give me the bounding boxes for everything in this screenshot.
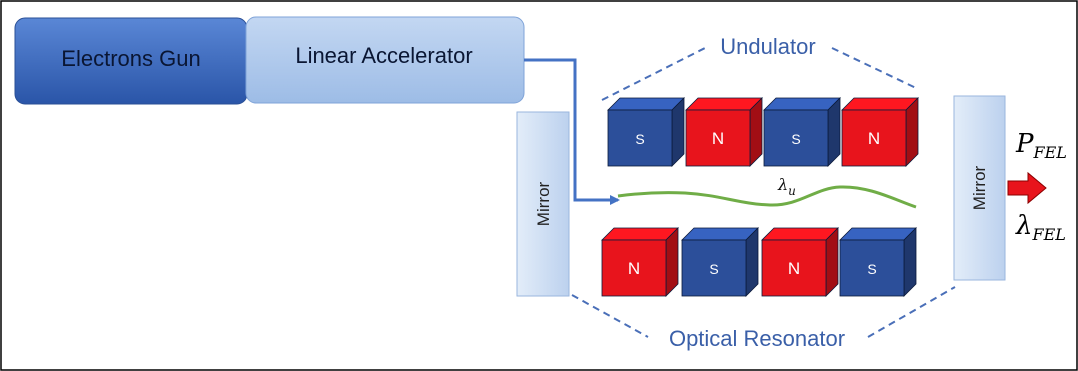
magnet-top-1-north: N	[685, 97, 763, 167]
p-fel-symbol: P	[1015, 129, 1034, 159]
optical-resonator-label: Optical Resonator	[669, 326, 845, 351]
linear-accelerator-label: Linear Accelerator	[295, 43, 472, 68]
magnet-bottom-3-south: S	[839, 227, 917, 297]
magnet-top-3-north: N	[841, 97, 919, 167]
mirror-right: Mirror	[953, 95, 1006, 281]
magnet-pole-label: N	[712, 129, 724, 148]
lambda-fel-symbol: λ	[1015, 211, 1032, 241]
undulator-envelope	[571, 47, 956, 338]
magnet-pole-label: S	[791, 131, 800, 147]
magnet-pole-label: N	[868, 129, 880, 148]
lambda-fel-label: λFEL	[1015, 211, 1066, 244]
undulator-wave	[617, 185, 917, 209]
magnet-bottom-1-south: S	[681, 227, 759, 297]
magnet-top-0-south: S	[607, 97, 685, 167]
p-fel-subscript: FEL	[1033, 143, 1067, 162]
magnet-pole-label: S	[635, 131, 644, 147]
magnet-bottom-2-north: N	[761, 227, 839, 297]
magnet-pole-label: N	[788, 259, 800, 278]
magnet-pole-label: S	[709, 261, 718, 277]
output-arrow	[1007, 171, 1047, 205]
lambda-u-symbol: λ	[777, 175, 788, 194]
p-fel-label: PFEL	[1015, 129, 1067, 162]
lambda-u-subscript: u	[788, 184, 796, 198]
lambda-u-label: λu	[777, 175, 796, 198]
lambda-fel-subscript: FEL	[1031, 225, 1065, 244]
linear-accelerator-block: Linear Accelerator	[245, 16, 525, 104]
magnet-bottom-0-north: N	[601, 227, 679, 297]
electron-beam-arrow	[524, 58, 620, 205]
mirror-right-label: Mirror	[970, 165, 989, 210]
mirror-left-label: Mirror	[534, 181, 553, 226]
electron-gun-label: Electrons Gun	[61, 46, 200, 71]
electron-gun-block: Electrons Gun	[14, 17, 248, 105]
magnet-pole-label: S	[867, 261, 876, 277]
undulator-label: Undulator	[720, 34, 815, 59]
mirror-left: Mirror	[516, 111, 570, 297]
magnet-top-2-south: S	[763, 97, 841, 167]
magnet-pole-label: N	[628, 259, 640, 278]
